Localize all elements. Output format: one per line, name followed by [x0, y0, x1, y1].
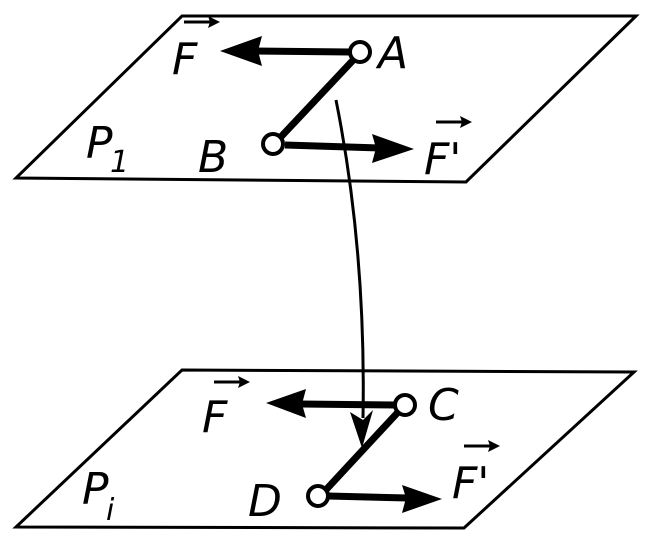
lever-ab: [274, 53, 360, 144]
label-plane-bottom: P: [82, 464, 109, 515]
force-f-top-shaft: [249, 47, 351, 56]
force-f-bottom-shaft: [299, 400, 397, 409]
vector-arrow-icon: [214, 376, 250, 388]
label-point-d: D: [248, 476, 282, 527]
force-f-prime-top-shaft: [284, 141, 381, 152]
label-point-c: C: [428, 380, 459, 431]
hinge-point-icon: [393, 393, 417, 417]
arrow-icon: [266, 389, 306, 418]
vector-arrow-icon: [184, 16, 220, 28]
arrow-icon: [220, 36, 262, 66]
plane-top: [12, 14, 640, 184]
label-plane-bottom-subscript: i: [106, 493, 115, 528]
hinge-point-icon: [348, 40, 372, 64]
translation-path: [334, 99, 365, 419]
plane-bottom: [12, 368, 638, 530]
arrow-icon: [402, 485, 442, 513]
hinge-point-icon: [261, 132, 285, 156]
lever-cd: [320, 407, 403, 496]
label-force-f-top: F: [172, 34, 198, 85]
label-point-b: B: [198, 132, 228, 183]
label-force-f-bottom: F: [202, 392, 228, 443]
hinge-point-icon: [306, 484, 330, 508]
label-force-f-prime-bottom: F': [452, 458, 489, 509]
label-plane-top: P: [86, 118, 113, 169]
vector-arrow-icon: [464, 440, 500, 452]
label-plane-top-subscript: 1: [110, 145, 129, 180]
arrow-icon: [350, 410, 373, 448]
arrow-icon: [372, 134, 414, 163]
vector-arrow-icon: [436, 116, 472, 128]
label-point-a: A: [375, 28, 408, 79]
force-f-prime-bottom-shaft: [327, 492, 409, 502]
label-force-f-prime-top: F': [424, 134, 461, 185]
